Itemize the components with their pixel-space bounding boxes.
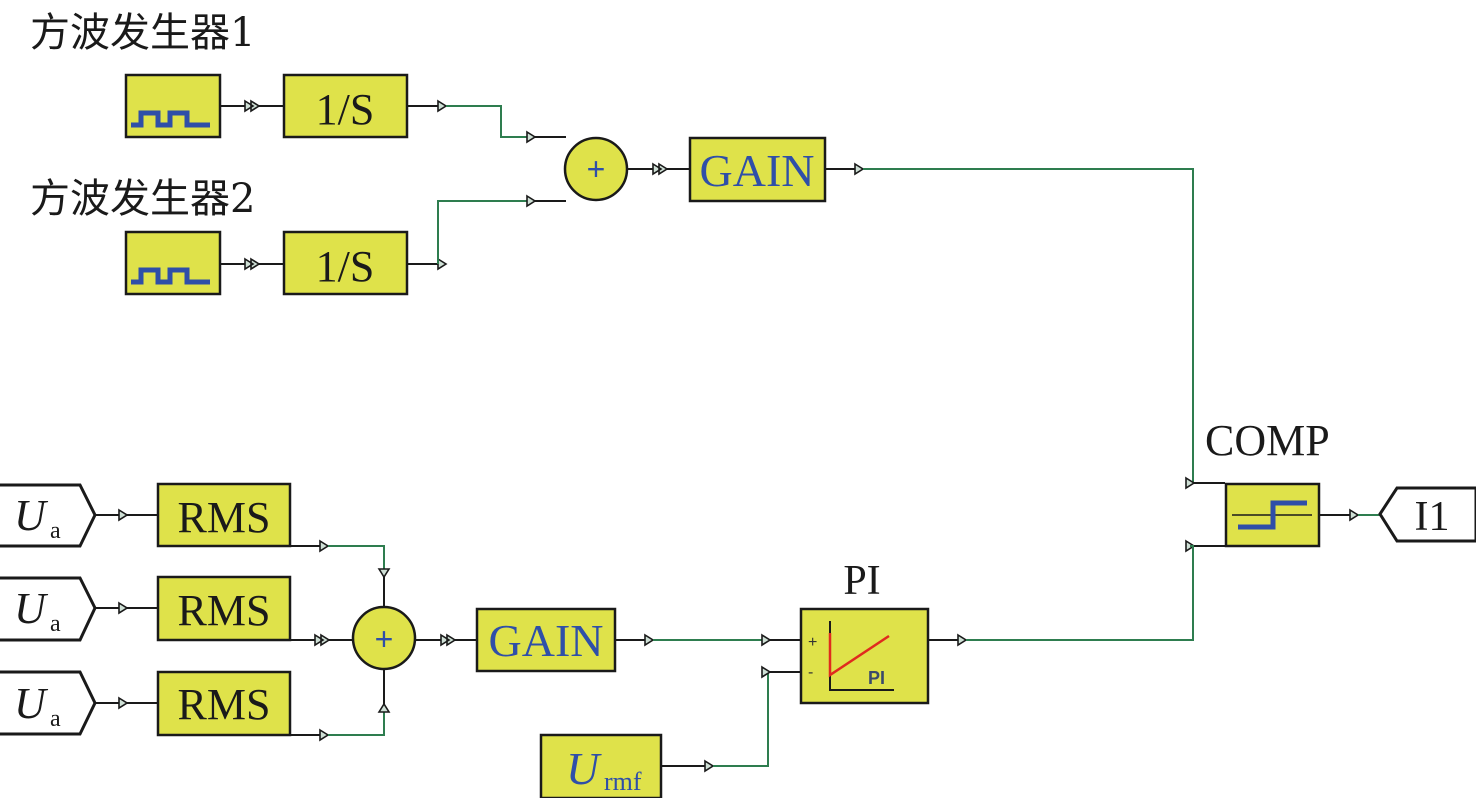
svg-text:+: + [808,634,817,651]
arrow-icon [761,633,772,647]
output-tag-i1[interactable]: I1 [1378,486,1476,543]
svg-text:GAIN: GAIN [489,615,604,666]
double-arrow-icon [244,257,261,271]
svg-text:U: U [14,679,49,728]
arrow-icon [761,665,772,679]
svg-text:RMS: RMS [178,586,271,635]
comparator-block[interactable] [1224,482,1321,548]
svg-text:1/S: 1/S [316,85,375,134]
svg-text:RMS: RMS [178,680,271,729]
input-tag-ua-3[interactable]: U a [0,670,97,736]
svg-text:PI: PI [868,668,885,688]
svg-text:-: - [808,664,813,681]
reference-voltage-block[interactable]: U rmf [539,733,663,798]
svg-text:+: + [587,151,606,187]
arrow-icon [644,633,655,647]
arrow-icon [526,130,537,144]
arrow-icon [377,702,391,713]
arrow-icon [704,759,715,773]
arrow-icon [377,568,391,579]
svg-text:U: U [14,491,49,540]
step-icon [1238,500,1307,530]
double-arrow-icon [244,99,261,113]
arrow-icon [1185,476,1196,490]
input-tag-ua-2[interactable]: U a [0,576,97,642]
input-tag-ua-1[interactable]: U a [0,483,97,548]
svg-text:U: U [14,584,49,633]
svg-text:GAIN: GAIN [700,145,815,196]
arrow-icon [957,633,968,647]
rms-block-1[interactable]: RMS [156,482,292,548]
arrow-icon [437,99,448,113]
svg-text:I1: I1 [1415,494,1450,540]
double-arrow-icon [440,633,457,647]
arrow-icon [526,194,537,208]
arrow-icon [854,162,865,176]
pi-response-icon [828,633,890,678]
svg-text:RMS: RMS [178,493,271,542]
svg-text:1/S: 1/S [316,242,375,291]
double-arrow-icon [652,162,669,176]
gain-block-2[interactable]: GAIN [475,607,617,673]
gain-block-1[interactable]: GAIN [688,136,827,203]
svg-text:rmf: rmf [604,767,642,796]
sum-block-1[interactable]: + [563,136,629,202]
square-wave-block-2[interactable] [124,230,222,296]
arrow-icon [437,257,448,271]
svg-text:U: U [566,743,602,794]
square-wave-icon [131,267,210,285]
arrow-icon [118,508,129,522]
arrow-icon [319,728,330,742]
square-wave-1-label: 方波发生器1 [30,10,255,56]
integrator-block-1[interactable]: 1/S [282,73,409,139]
comp-label: COMP [1205,416,1330,465]
pi-label: PI [843,558,880,604]
rms-block-3[interactable]: RMS [156,670,292,737]
integrator-block-2[interactable]: 1/S [282,230,409,296]
square-wave-2-label: 方波发生器2 [30,176,255,222]
sum-block-2[interactable]: + [351,605,417,671]
rms-block-2[interactable]: RMS [156,575,292,642]
arrow-icon [118,601,129,615]
square-wave-block-1[interactable] [124,73,222,139]
square-wave-icon [131,110,210,128]
arrow-icon [118,696,129,710]
svg-text:a: a [50,706,61,732]
pi-controller-block[interactable]: + - PI [799,607,930,705]
arrow-icon [319,539,330,553]
svg-text:a: a [50,611,61,637]
double-arrow-icon [314,633,331,647]
svg-text:+: + [375,621,394,657]
arrow-icon [1349,508,1360,522]
svg-text:a: a [50,518,61,544]
